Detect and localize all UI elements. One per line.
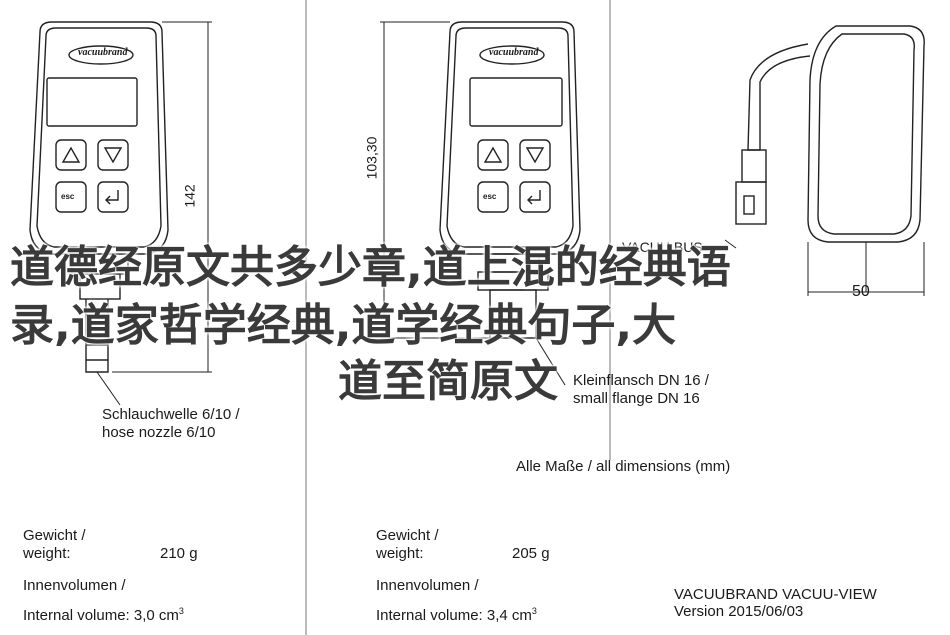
dimension-line-50 <box>807 242 925 296</box>
weight-label-en-right: weight: <box>376 545 424 562</box>
dimension-line-142 <box>112 21 212 373</box>
volume-label-en-right: Internal volume: 3,4 cm3 <box>376 606 537 624</box>
volume-label-en-left: Internal volume: 3,0 cm3 <box>23 606 184 624</box>
device-logo-left: vacuubrand <box>78 47 128 58</box>
dimension-label-103: 103,30 <box>363 136 380 180</box>
weight-label-de-left: Gewicht / <box>23 527 86 544</box>
overlay-title-line3: 道至简原文 <box>338 356 558 407</box>
device-front-middle <box>439 21 581 386</box>
weight-label-en-left: weight: <box>23 545 71 562</box>
volume-label-de-right: Innenvolumen / <box>376 577 479 594</box>
flange-label-en: small flange DN 16 <box>573 390 700 407</box>
weight-value-left: 210 g <box>160 545 198 562</box>
device-front-left <box>29 21 169 406</box>
product-title: VACUUBRAND VACUU-VIEW <box>674 586 877 603</box>
weight-value-right: 205 g <box>512 545 550 562</box>
dimension-label-142: 142 <box>181 184 198 208</box>
device-logo-middle: vacuubrand <box>489 47 539 58</box>
overlay-title-line2: 录,道家哲学经典,道学经典句子,大 <box>10 300 677 351</box>
dimension-label-50: 50 <box>852 283 870 300</box>
all-dimensions-note: Alle Maße / all dimensions (mm) <box>516 458 731 475</box>
overlay-title-line1: 道德经原文共多少章,道上混的经典语 <box>10 242 731 293</box>
volume-label-de-left: Innenvolumen / <box>23 577 126 594</box>
weight-label-de-right: Gewicht / <box>376 527 439 544</box>
hose-nozzle-label-en: hose nozzle 6/10 <box>102 424 216 441</box>
esc-button-label-left: esc <box>61 192 75 201</box>
device-side-view <box>724 25 925 292</box>
vacuu-bus-label: VACUU BUS <box>622 239 703 255</box>
flange-label-de: Kleinflansch DN 16 / <box>573 372 709 389</box>
version-label: Version 2015/06/03 <box>674 603 804 620</box>
dimension-line-103 <box>380 21 490 339</box>
esc-button-label-middle: esc <box>483 192 497 201</box>
hose-nozzle-label-de: Schlauchwelle 6/10 / <box>102 406 240 423</box>
